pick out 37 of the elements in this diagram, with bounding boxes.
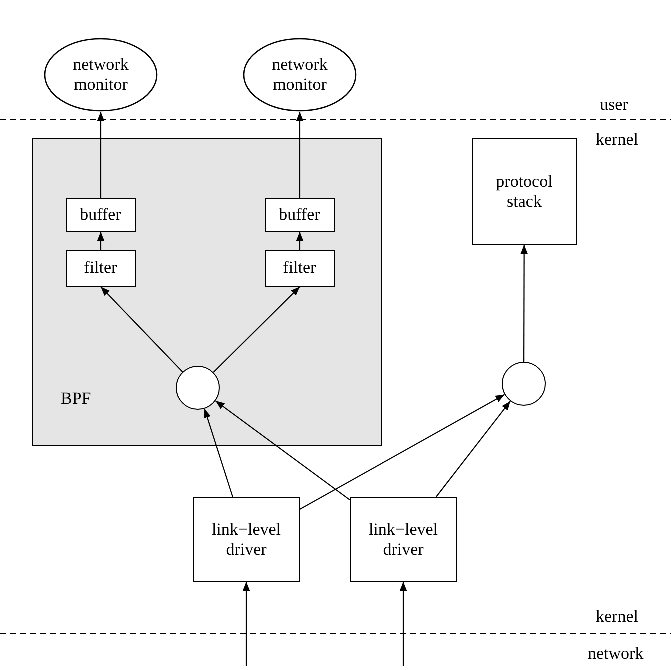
layer-label: kernel — [596, 607, 638, 627]
node-label: link−level driver — [210, 520, 282, 560]
layer-label: kernel — [596, 130, 638, 150]
arrow — [100, 286, 184, 373]
arrow — [296, 112, 304, 198]
process-box — [350, 497, 457, 582]
junction-circle — [502, 362, 546, 406]
arrow — [300, 394, 506, 510]
layer-label: user — [600, 95, 628, 115]
arrow — [296, 232, 304, 250]
module-label: BPF — [61, 389, 92, 409]
node-label: protocol stack — [495, 172, 554, 212]
junction-circle — [176, 366, 220, 410]
node-label: network monitor — [72, 55, 130, 95]
arrow — [97, 232, 105, 250]
process-box — [264, 250, 335, 287]
arrow — [97, 112, 105, 198]
node-label: link−level driver — [368, 520, 440, 560]
arrow — [204, 408, 234, 498]
module-box — [32, 138, 382, 446]
node-label: network monitor — [271, 55, 329, 95]
arrow — [242, 582, 250, 666]
arrow — [213, 286, 300, 373]
node-label: filter — [83, 258, 118, 278]
node-label: buffer — [278, 204, 322, 224]
node-label: buffer — [79, 204, 122, 224]
process-box — [193, 497, 300, 582]
node-label: filter — [282, 258, 318, 278]
layer-label: network — [588, 644, 644, 664]
process-box — [264, 198, 335, 232]
process-box — [66, 198, 136, 232]
process-box — [66, 250, 136, 287]
arrow — [215, 400, 350, 500]
arrow — [436, 401, 511, 498]
arrow — [520, 245, 528, 362]
arrow — [400, 582, 408, 666]
process-box — [472, 138, 577, 245]
